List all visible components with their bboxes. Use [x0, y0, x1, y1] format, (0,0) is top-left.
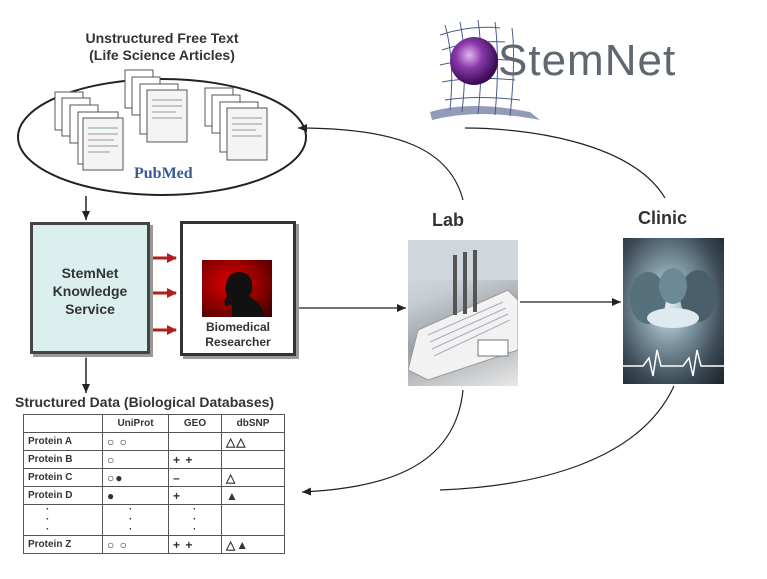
articles-title: Unstructured Free Text (Life Science Art… [52, 30, 272, 64]
arrow-lab-to-database [301, 389, 464, 496]
uniprot-cell: ○ ○ [102, 432, 169, 451]
table-row: Protein C ○● – △ [23, 468, 285, 487]
table-row: Protein A ○ ○ △△ [23, 432, 285, 451]
clinic-photo [623, 238, 724, 384]
database-table: UniProt GEO dbSNP Protein A ○ ○ △△ Prote… [23, 414, 285, 554]
articles-title-line2: (Life Science Articles) [89, 47, 235, 63]
researcher-silhouette-image [202, 260, 272, 317]
document-stack-2 [124, 69, 188, 143]
lab-photo [408, 240, 518, 386]
geo-cell [168, 432, 222, 451]
protein-name: Protein D [23, 486, 103, 505]
dbsnp-cell: △▲ [221, 535, 285, 554]
document-stack-3 [204, 87, 268, 161]
uniprot-cell: ○● [102, 468, 169, 487]
protein-name: Protein B [23, 450, 103, 469]
table-ellipsis-row: · · · · · · · · · [23, 504, 285, 536]
stemnet-logo-text: StemNet [498, 36, 677, 85]
knowledge-service-line2: Knowledge [52, 283, 128, 299]
document-stack-1 [54, 91, 124, 171]
uniprot-cell: ○ [102, 450, 169, 469]
dbsnp-cell: △△ [221, 432, 285, 451]
articles-title-line1: Unstructured Free Text [85, 30, 239, 46]
ellipsis-dot: · [46, 514, 50, 525]
silhouette-icon [224, 272, 264, 317]
uniprot-cell: ● [102, 486, 169, 505]
logo-orb [450, 37, 498, 85]
arrow-clinic-to-articles [464, 127, 666, 199]
knowledge-service-line3: Service [65, 301, 115, 317]
table-row: Protein B ○ + + [23, 450, 285, 469]
column-header: UniProt [102, 414, 169, 433]
ellipsis-cell [221, 504, 285, 536]
articles-ellipse [17, 78, 307, 196]
knowledge-service-box [30, 222, 150, 354]
column-header: dbSNP [221, 414, 285, 433]
databases-title: Structured Data (Biological Databases) [15, 394, 275, 410]
table-header-row: UniProt GEO dbSNP [23, 414, 285, 433]
geo-cell: + + [168, 535, 222, 554]
surgery-graphic [623, 268, 724, 377]
knowledge-service-label: StemNet Knowledge Service [30, 264, 150, 318]
geo-cell: – [168, 468, 222, 487]
researcher-label: Biomedical Researcher [180, 320, 296, 350]
ellipsis-dot: · [46, 504, 50, 515]
researcher-line1: Biomedical [205, 320, 271, 334]
researcher-line2: Researcher [205, 335, 271, 349]
ellipsis-cell: · · · [168, 504, 222, 536]
ellipsis-cell: · · · [23, 504, 103, 536]
ellipsis-cell: · · · [102, 504, 169, 536]
protein-name: Protein A [23, 432, 103, 451]
ellipsis-dot: · [129, 514, 133, 525]
ellipsis-dot: · [193, 524, 197, 535]
arrow-lab-to-articles [297, 124, 464, 201]
protein-name: Protein Z [23, 535, 103, 554]
clinic-label: Clinic [638, 208, 688, 228]
ellipsis-dot: · [193, 514, 197, 525]
geo-cell: + + [168, 450, 222, 469]
table-row: Protein Z ○ ○ + + △▲ [23, 535, 285, 554]
lab-label: Lab [432, 210, 465, 230]
table-row: Protein D ● + ▲ [23, 486, 285, 505]
ellipsis-dot: · [129, 524, 133, 535]
arrow-clinic-to-database [439, 385, 675, 491]
ellipsis-dot: · [193, 504, 197, 515]
ellipsis-dot: · [46, 524, 50, 535]
lab-equipment-graphic [408, 240, 518, 381]
ellipsis-dot: · [129, 504, 133, 515]
column-header [23, 414, 103, 433]
dbsnp-cell: △ [221, 468, 285, 487]
dbsnp-cell: ▲ [221, 486, 285, 505]
geo-cell: + [168, 486, 222, 505]
pubmed-logo: PubMed [134, 165, 193, 182]
uniprot-cell: ○ ○ [102, 535, 169, 554]
protein-name: Protein C [23, 468, 103, 487]
knowledge-service-line1: StemNet [61, 265, 119, 281]
column-header: GEO [168, 414, 222, 433]
dbsnp-cell [221, 450, 285, 469]
